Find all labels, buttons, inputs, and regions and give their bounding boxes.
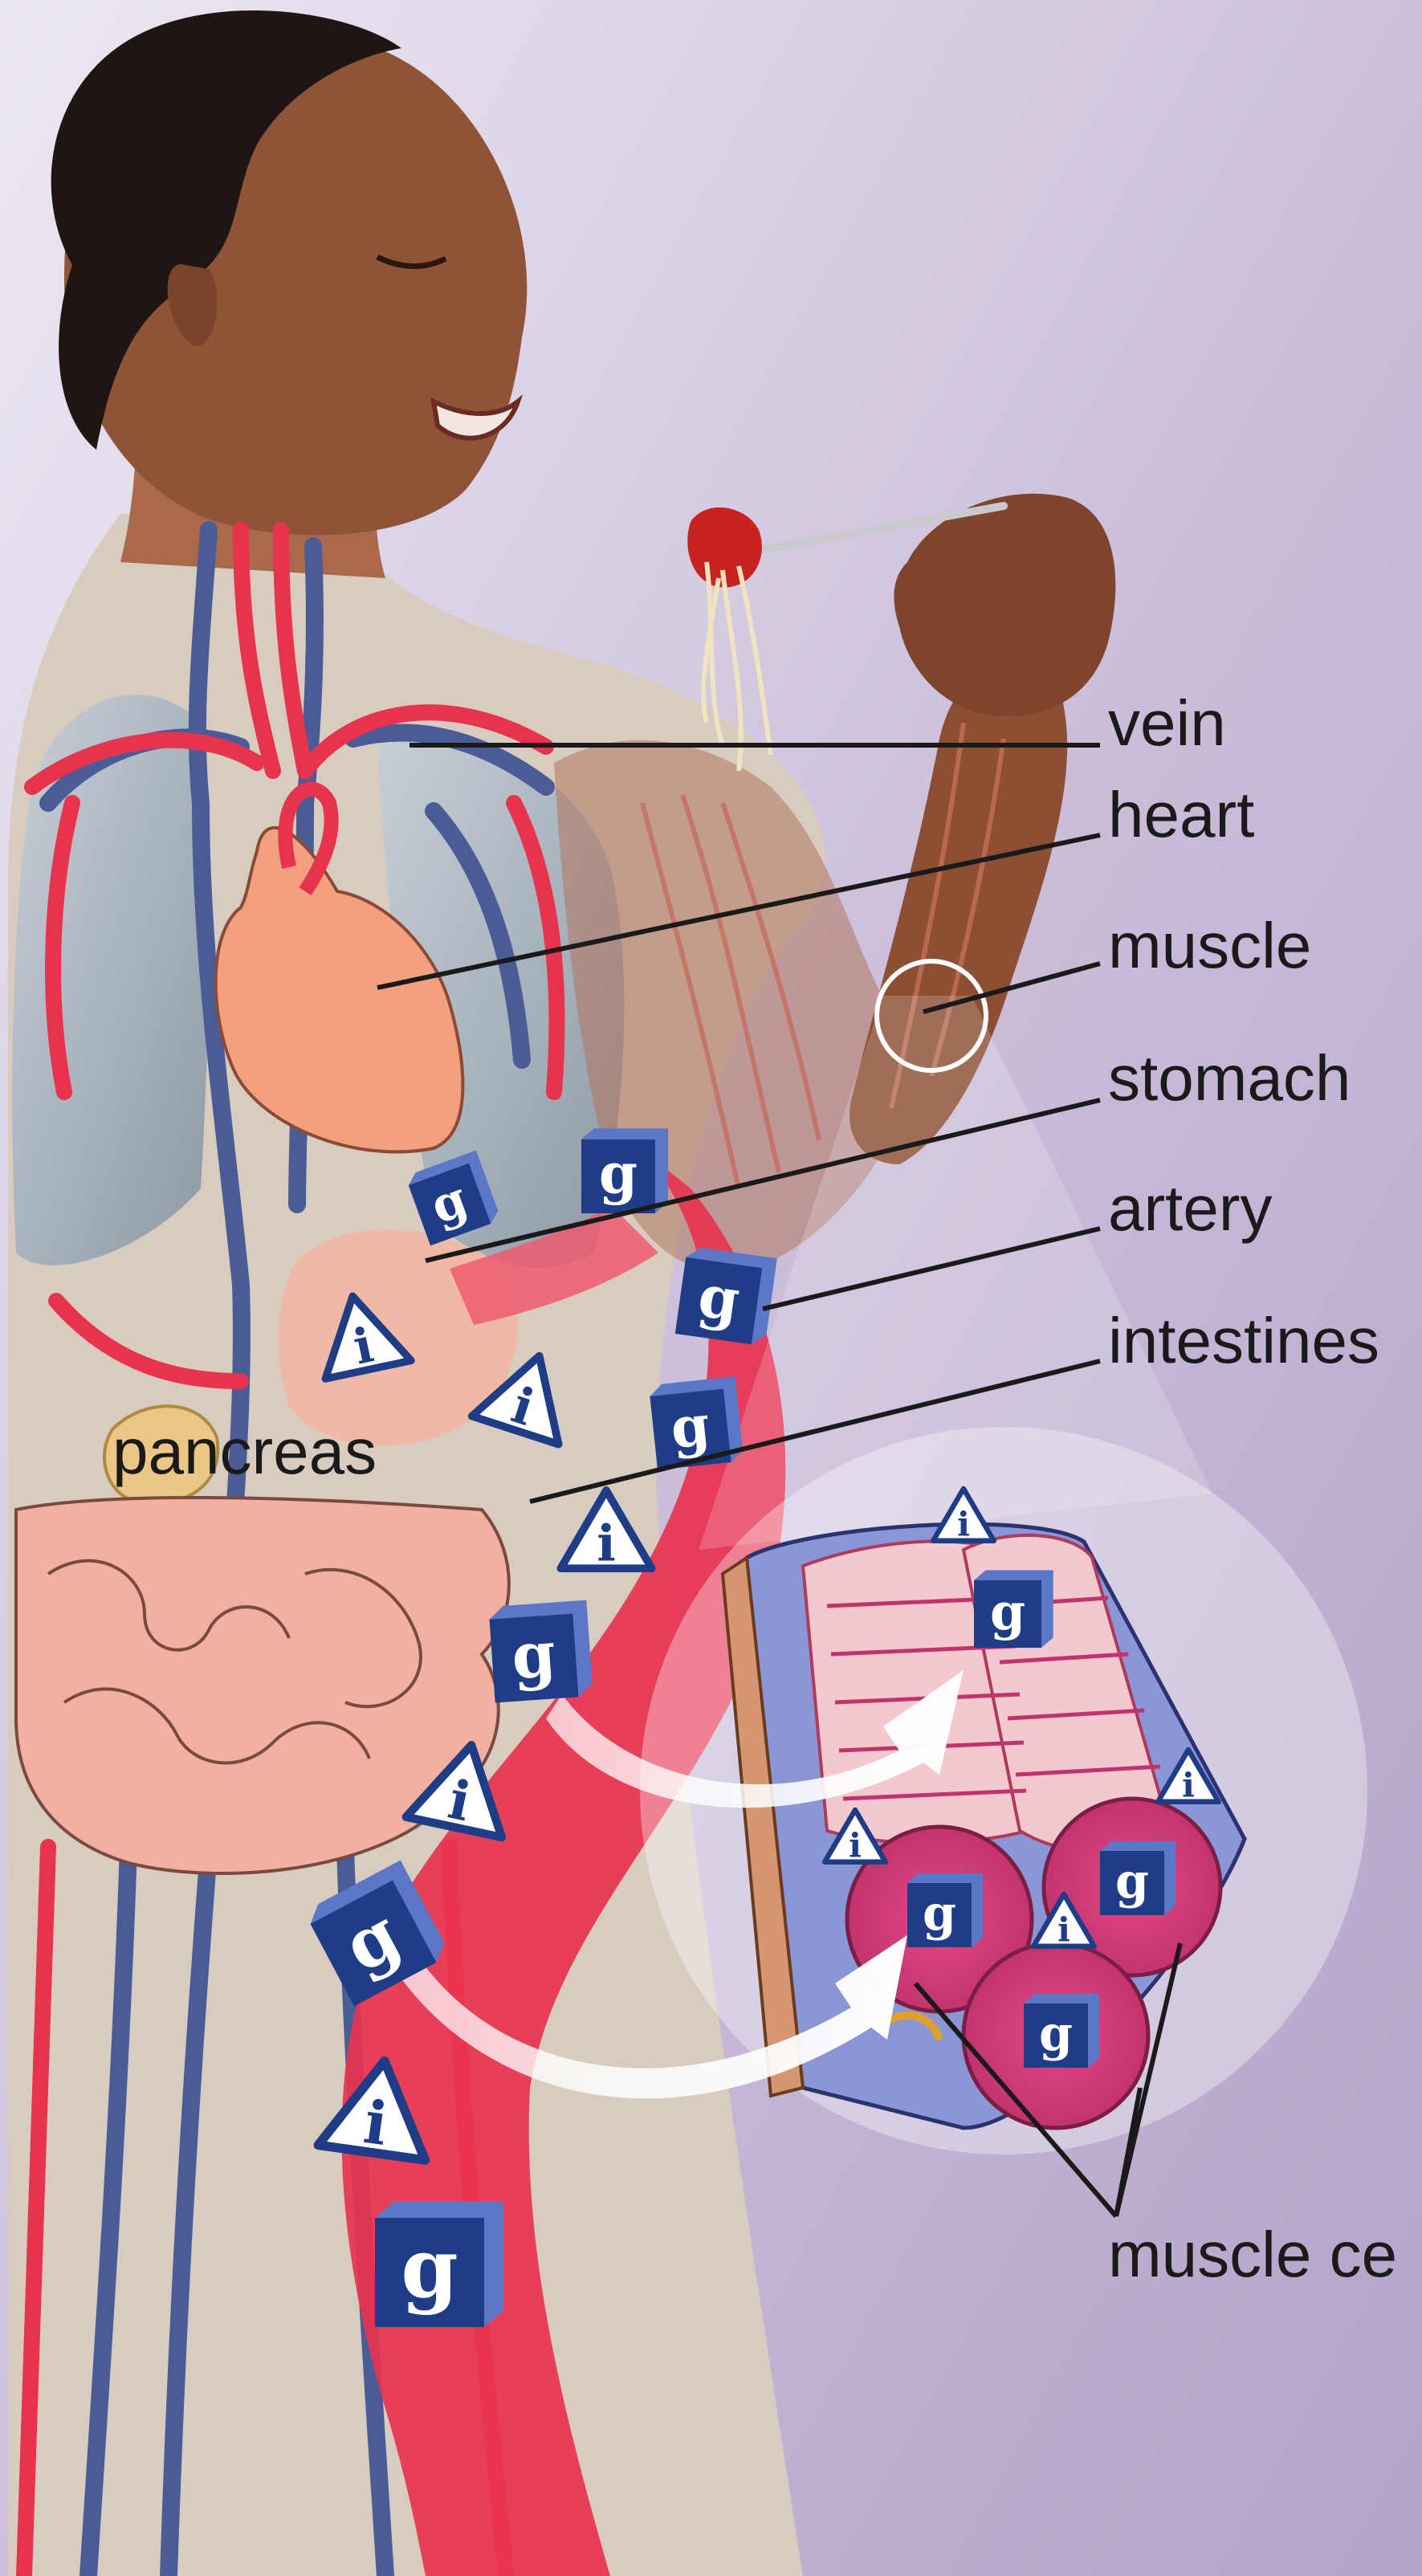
glucose-cube-2: g — [581, 1128, 668, 1213]
insulin-letter: i — [1057, 1910, 1070, 1949]
insulin-letter: i — [1182, 1765, 1195, 1804]
heart-label: heart — [1108, 779, 1254, 850]
glucose-letter: g — [923, 1885, 956, 1942]
glucose-letter: g — [990, 1582, 1025, 1641]
glucose-letter: g — [1039, 2006, 1073, 2062]
glucose-cube-8: g — [974, 1570, 1053, 1648]
glucose-letter: g — [509, 1618, 558, 1694]
vein-label: vein — [1108, 687, 1226, 759]
glucose-letter: g — [401, 2221, 458, 2317]
glucose-letter: g — [667, 1392, 712, 1461]
artery-label: artery — [1108, 1172, 1273, 1244]
muscle-cells-label: muscle ce — [1108, 2219, 1397, 2290]
glucose-letter: g — [1115, 1853, 1149, 1910]
insulin-letter: i — [957, 1504, 970, 1543]
insulin-letter: i — [597, 1514, 616, 1572]
glucose-cube-4: g — [649, 1376, 744, 1470]
glucose-cube-9: g — [907, 1873, 983, 1947]
insulin-letter: i — [849, 1825, 862, 1865]
glucose-cube-7: g — [375, 2202, 503, 2327]
muscle-label: muscle — [1108, 910, 1311, 981]
glucose-cube-3: g — [675, 1246, 777, 1347]
glucose-cube-11: g — [1024, 1994, 1099, 2068]
glucose-cube-5: g — [488, 1600, 593, 1703]
stomach-label: stomach — [1108, 1042, 1351, 1114]
glucose-cube-10: g — [1100, 1841, 1175, 1915]
pancreas-label: pancreas — [112, 1416, 377, 1487]
intestines-label: intestines — [1108, 1305, 1379, 1376]
glucose-letter: g — [599, 1142, 638, 1207]
